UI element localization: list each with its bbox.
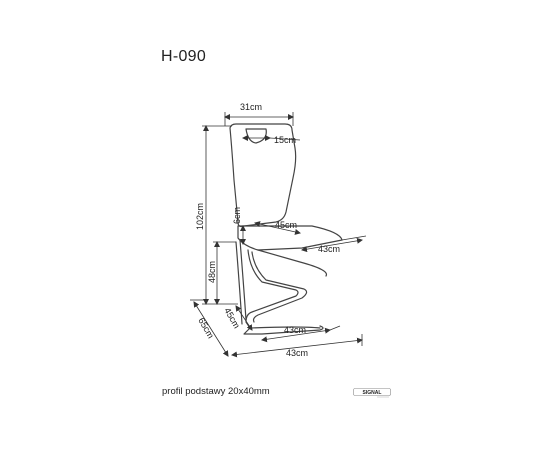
label-base-depth: 45cm bbox=[222, 306, 242, 330]
base-shape bbox=[245, 249, 321, 329]
model-title: H-090 bbox=[161, 48, 207, 65]
label-seat-depth: 45cm bbox=[275, 220, 297, 230]
label-seat-height: 48cm bbox=[207, 261, 217, 283]
label-overall-width: 43cm bbox=[286, 348, 308, 358]
label-overall-depth: 65cm bbox=[196, 316, 216, 340]
backrest-shape bbox=[229, 123, 297, 228]
logo-text: SIGNAL bbox=[363, 390, 382, 396]
dimension-labels: 31cm 15cm 102cm 6cm 45cm 43cm 48cm 45cm … bbox=[195, 102, 340, 358]
handle-cutout bbox=[245, 128, 267, 144]
label-base-width: 43cm bbox=[284, 325, 306, 335]
signal-logo: SIGNAL bbox=[353, 388, 391, 398]
dimension-lines bbox=[190, 112, 367, 358]
label-handle-width: 15cm bbox=[274, 135, 296, 145]
label-seat-width: 43cm bbox=[318, 244, 340, 254]
base-profile-caption: profil podstawy 20x40mm bbox=[162, 386, 270, 397]
label-armrest-gap: 6cm bbox=[232, 207, 242, 224]
label-backrest-width: 31cm bbox=[240, 102, 262, 112]
label-total-height: 102cm bbox=[195, 203, 205, 230]
